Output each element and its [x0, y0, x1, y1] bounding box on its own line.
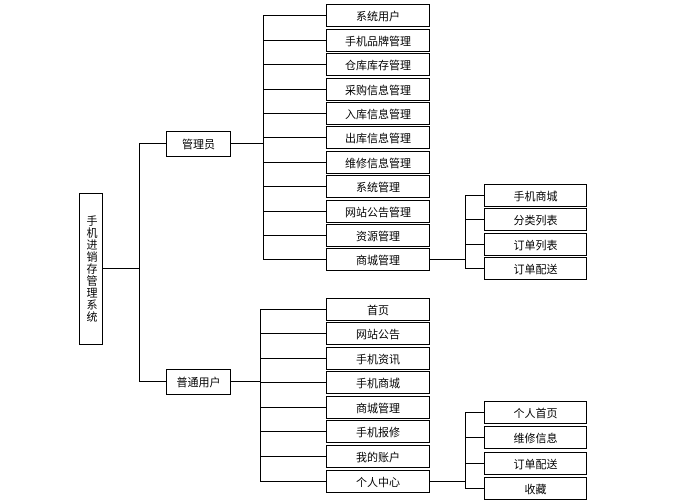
user-item-label: 首页 — [367, 303, 389, 317]
user-item: 手机资讯 — [326, 347, 430, 370]
admin-item: 仓库库存管理 — [326, 53, 430, 76]
admin-item: 手机品牌管理 — [326, 29, 430, 52]
admin-item: 系统用户 — [326, 4, 430, 27]
center-subitem: 个人首页 — [484, 401, 587, 424]
user-item-label: 手机商城 — [356, 376, 400, 390]
admin-label: 管理员 — [182, 138, 215, 151]
user-item-label: 个人中心 — [356, 475, 400, 489]
center-subitem: 收藏 — [484, 477, 587, 500]
admin-item: 系统管理 — [326, 175, 430, 198]
user-item-label: 我的账户 — [356, 450, 400, 464]
center-subitem-label: 个人首页 — [513, 406, 558, 420]
center-subitem: 订单配送 — [484, 452, 587, 475]
user-item-label: 商城管理 — [356, 401, 400, 415]
admin-item-label: 系统用户 — [356, 9, 400, 23]
admin-item-label: 资源管理 — [356, 229, 400, 243]
user-item: 首页 — [326, 298, 430, 321]
admin-item-label: 系统管理 — [356, 180, 400, 194]
admin-item-label: 网站公告管理 — [345, 205, 411, 219]
admin-item: 商城管理 — [326, 248, 430, 271]
admin-item-label: 维修信息管理 — [345, 156, 411, 170]
user-item: 个人中心 — [326, 470, 430, 493]
admin-item: 网站公告管理 — [326, 200, 430, 223]
admin-item-label: 仓库库存管理 — [345, 58, 411, 72]
user-item-label: 手机资讯 — [356, 352, 400, 366]
user-item: 商城管理 — [326, 396, 430, 419]
user-item: 网站公告 — [326, 322, 430, 345]
mall-subitem: 手机商城 — [484, 184, 587, 207]
admin-item-label: 手机品牌管理 — [345, 34, 411, 48]
user-label: 普通用户 — [176, 376, 221, 389]
user-node: 普通用户 — [166, 369, 231, 395]
admin-node: 管理员 — [166, 131, 231, 157]
mall-subitem: 订单列表 — [484, 233, 587, 256]
admin-item-label: 入库信息管理 — [345, 107, 411, 121]
admin-item: 出库信息管理 — [326, 126, 430, 149]
center-subitem-label: 订单配送 — [513, 457, 558, 471]
mall-subitem-label: 分类列表 — [513, 213, 558, 227]
user-item-label: 网站公告 — [356, 327, 400, 341]
admin-item: 入库信息管理 — [326, 102, 430, 125]
root-label: 手机进销存管理系统 — [85, 215, 98, 323]
center-subitem-label: 维修信息 — [513, 431, 558, 445]
user-item: 手机报修 — [326, 420, 430, 443]
mall-subitem: 分类列表 — [484, 208, 587, 231]
root-node: 手机进销存管理系统 — [79, 193, 103, 345]
user-item: 手机商城 — [326, 371, 430, 394]
user-item: 我的账户 — [326, 445, 430, 468]
user-item-label: 手机报修 — [356, 425, 400, 439]
admin-item-label: 商城管理 — [356, 253, 400, 267]
admin-item: 资源管理 — [326, 224, 430, 247]
admin-item-label: 采购信息管理 — [345, 83, 411, 97]
admin-item: 维修信息管理 — [326, 151, 430, 174]
mall-subitem-label: 订单列表 — [513, 238, 558, 252]
center-subitem: 维修信息 — [484, 426, 587, 449]
center-subitem-label: 收藏 — [524, 482, 547, 496]
admin-item: 采购信息管理 — [326, 78, 430, 101]
mall-subitem: 订单配送 — [484, 257, 587, 280]
mall-subitem-label: 订单配送 — [513, 262, 558, 276]
admin-item-label: 出库信息管理 — [345, 131, 411, 145]
mall-subitem-label: 手机商城 — [513, 189, 558, 203]
